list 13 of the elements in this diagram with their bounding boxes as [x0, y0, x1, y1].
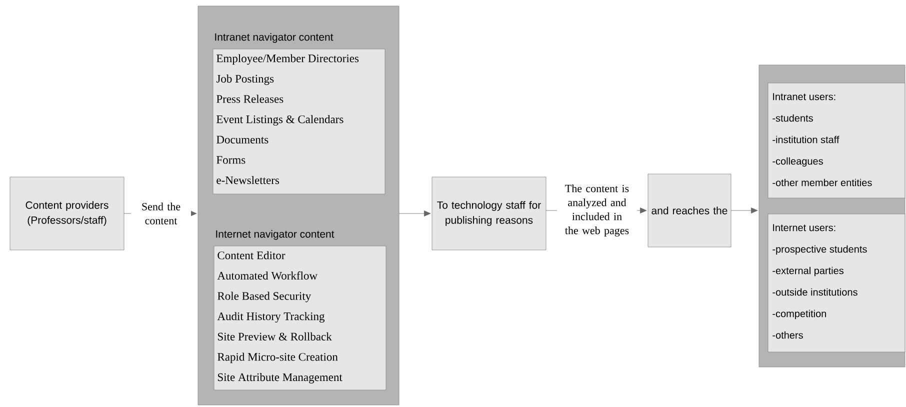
edge-label: The content is analyzed and included in the web pages — [557, 184, 637, 238]
node-label: Internet navigator content — [216, 230, 334, 240]
process-box: and reaches the — [648, 174, 732, 248]
process-box: To technology staff for publishing reasons — [432, 176, 546, 250]
list-box: Intranet users: -students -institution staff -colleagues -other member entities — [768, 82, 906, 198]
node-label: Intranet navigator content — [215, 33, 334, 43]
arrow — [398, 210, 431, 216]
process-box: Content providers (Professors/staff) — [10, 176, 124, 250]
list-box: Internet navigator content Content Editor Automated Workflow Role Based Security Audit History Tracking Site Preview & Rollback Rapid Micro-site Creation Site Attribute Management — [214, 230, 386, 390]
list-box: Intranet navigator content Employee/Member Directories Job Postings Press Releases Event Listings & Calendars Documents Forms e-Newsletters — [212, 33, 386, 194]
arrow — [730, 208, 758, 214]
list-box: Internet users: -prospective students -external parties -outside institutions -competition -others — [768, 214, 906, 352]
edge-label: Send the content — [131, 202, 191, 226]
